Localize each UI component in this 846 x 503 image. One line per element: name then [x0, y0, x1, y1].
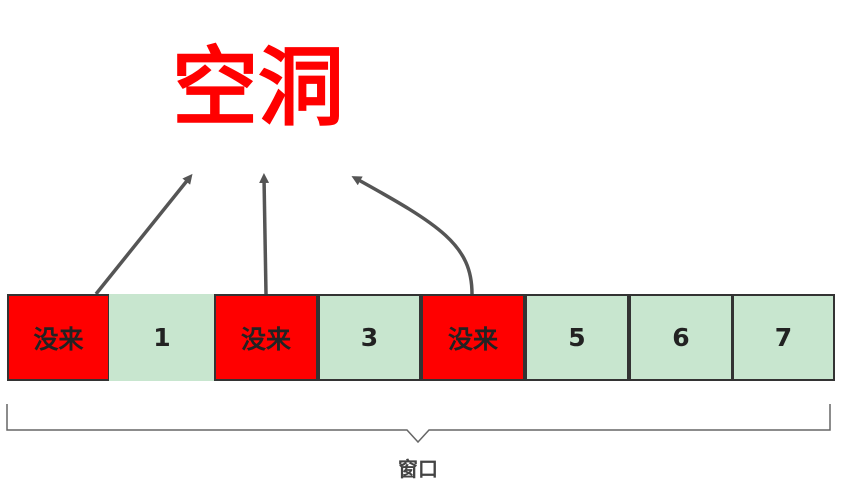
missing-packet-cell: 没来 — [421, 294, 525, 381]
window-label: 窗口 — [398, 457, 438, 481]
received-packet-cell: 5 — [525, 294, 629, 381]
arrow-from-cell-0 — [94, 173, 193, 296]
arrow-from-cell-2 — [259, 173, 270, 295]
window-bracket — [6, 404, 831, 444]
received-packet-cell: 3 — [318, 294, 421, 381]
received-packet-cell: 6 — [629, 294, 733, 381]
hole-title: 空洞 — [172, 38, 344, 138]
missing-packet-cell: 没来 — [214, 294, 318, 381]
received-packet-cell: 7 — [732, 294, 835, 381]
received-packet-cell: 1 — [109, 294, 215, 381]
arrow-from-cell-4 — [351, 176, 474, 295]
missing-packet-cell: 没来 — [7, 294, 110, 381]
